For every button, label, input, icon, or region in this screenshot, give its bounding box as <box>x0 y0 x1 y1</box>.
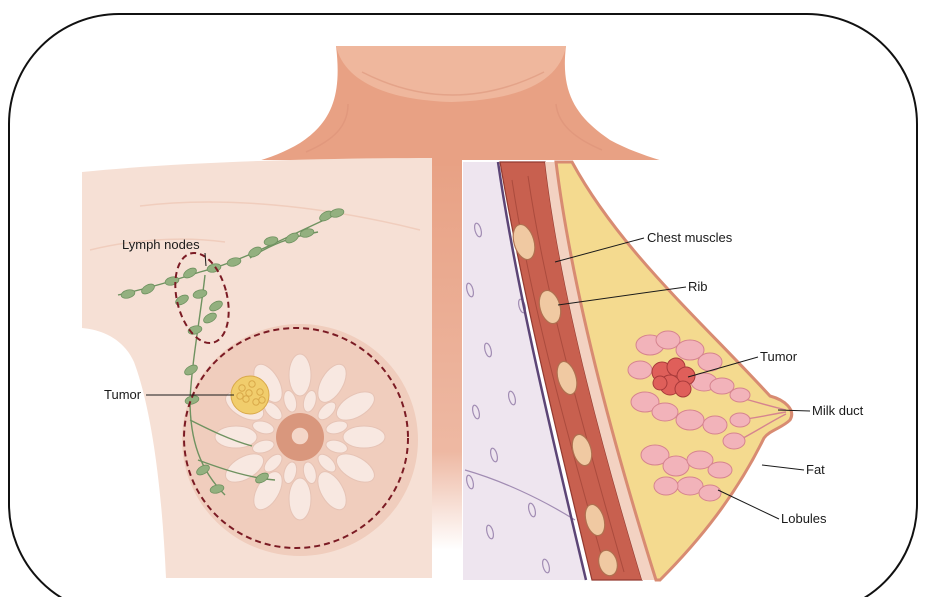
tumor-cell-cluster <box>239 385 245 391</box>
lobule <box>703 416 727 434</box>
lobule <box>654 477 678 495</box>
lobule <box>676 410 704 430</box>
front-view: Lymph nodes Tumor <box>80 158 432 580</box>
tumor-cell-cluster <box>249 381 255 387</box>
lobule <box>730 413 750 427</box>
label-chest-muscles: Chest muscles <box>647 230 733 245</box>
tumor-cell-cluster <box>246 390 252 396</box>
lobule <box>710 378 734 394</box>
lobule <box>730 388 750 402</box>
tumor-mass <box>675 381 691 397</box>
nipple <box>291 427 309 445</box>
lobule <box>723 433 745 449</box>
label-tumor-cross: Tumor <box>760 349 798 364</box>
lobule <box>628 361 652 379</box>
lobule <box>699 485 721 501</box>
label-fat: Fat <box>806 462 825 477</box>
lobule <box>652 403 678 421</box>
tumor-cell-cluster <box>237 393 243 399</box>
cross-section: Chest muscles Rib Tumor Milk duct Fat Lo… <box>462 160 864 580</box>
breast-lobe <box>215 426 257 448</box>
tumor-cell-cluster <box>257 389 263 395</box>
label-milk-duct: Milk duct <box>812 403 864 418</box>
tumor-cell-cluster <box>243 396 249 402</box>
tumor-mass <box>653 376 667 390</box>
label-lobules: Lobules <box>781 511 827 526</box>
tumor-cell-cluster <box>259 397 265 403</box>
breast-lobe <box>289 478 311 520</box>
label-rib: Rib <box>688 279 708 294</box>
breast-lobe <box>343 426 385 448</box>
tumor-cell-cluster <box>253 399 259 405</box>
breast-lobe <box>289 354 311 396</box>
lobule <box>663 456 689 476</box>
lobule <box>708 462 732 478</box>
label-tumor-front: Tumor <box>104 387 142 402</box>
label-lymph-nodes: Lymph nodes <box>122 237 200 252</box>
